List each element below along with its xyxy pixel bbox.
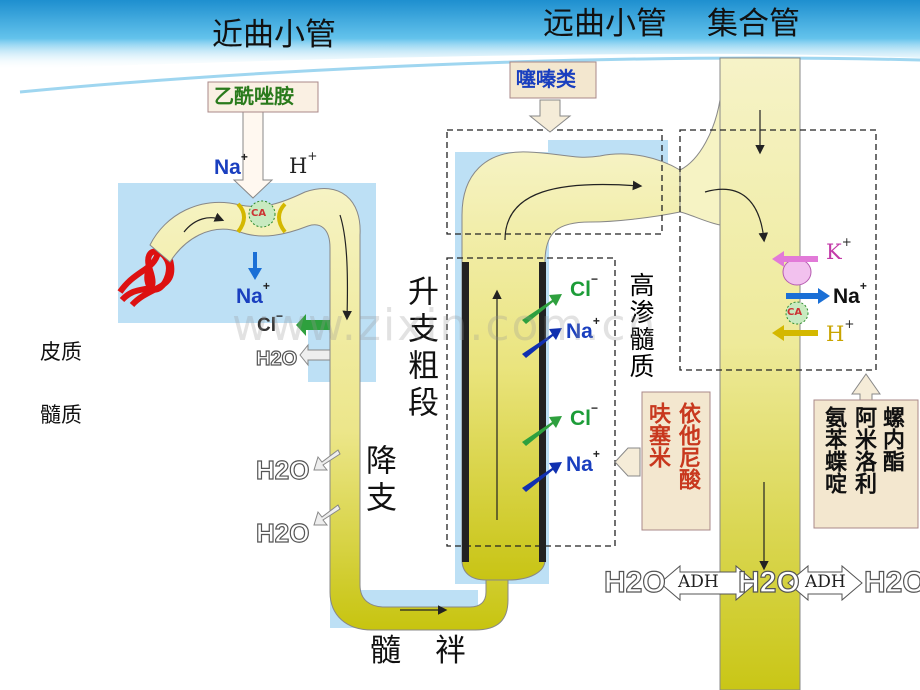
proximal-tubule-title: 近曲小管 xyxy=(212,17,336,53)
cl-ion-asc-2: Cl− xyxy=(570,401,599,430)
h-secrete-arrow xyxy=(772,325,818,341)
cl-arrow-proximal xyxy=(296,314,330,336)
cortex-label: 皮质 xyxy=(40,340,82,364)
dashed-regions xyxy=(446,129,877,547)
spironolactone-label: 螺内酯 xyxy=(879,406,904,472)
furosemide-label: 呋塞米 xyxy=(645,402,670,468)
hyperosmotic-medulla-label: 高渗髓质 xyxy=(626,272,655,380)
adh-arrow-left xyxy=(659,564,757,602)
h2o-arrow-2 xyxy=(313,449,341,471)
adh-arrow-right xyxy=(787,564,863,602)
ksparing-box xyxy=(813,399,919,529)
amiloride-label: 阿米洛利 xyxy=(851,406,876,494)
adh-label-left: ADH xyxy=(678,572,719,592)
h2o-interstitium: H2O xyxy=(863,566,920,599)
h2o-proximal: H2O xyxy=(255,348,298,370)
h2o-arrow-3 xyxy=(313,504,341,526)
spironolactone-arrow xyxy=(851,373,881,401)
na-ion-asc-2: Na+ xyxy=(566,447,600,476)
na-ion-lumen: Na+ xyxy=(214,150,248,179)
loop-drug-box xyxy=(641,391,711,531)
acetazolamide-arrow xyxy=(232,109,274,199)
h-ion-proximal: H+ xyxy=(289,149,318,178)
na-arrow-asc-2 xyxy=(522,462,562,492)
acetazolamide-label: 乙酰唑胺 xyxy=(214,84,294,108)
flow-arrows xyxy=(183,110,769,615)
cl-ion-asc-1: Cl− xyxy=(570,272,599,301)
collecting-duct-title: 集合管 xyxy=(707,6,800,42)
cl-arrow-asc-1 xyxy=(522,294,562,324)
ethacrynic-acid-label: 依他尼酸 xyxy=(675,402,700,490)
h2o-descending-1: H2O xyxy=(255,455,310,485)
adh-label-right: ADH xyxy=(805,572,846,592)
ca-label-distal: CA xyxy=(787,307,803,318)
h2o-duct: H2O xyxy=(737,566,800,599)
thiazide-box xyxy=(509,61,597,99)
medulla-label: 髓质 xyxy=(40,403,82,427)
thiazide-label: 噻嗪类 xyxy=(516,67,576,91)
header-banner xyxy=(0,0,920,70)
ca-label-proximal: CA xyxy=(251,208,267,219)
h-ion-distal: H+ xyxy=(826,317,855,346)
ascending-limb xyxy=(461,151,681,581)
brush-border-right xyxy=(277,202,287,234)
ascending-wall-right xyxy=(539,262,546,562)
na-reabsorb-arrow xyxy=(786,288,830,304)
k-channel xyxy=(782,258,812,286)
k-ion: K+ xyxy=(826,235,852,264)
acetazolamide-box xyxy=(207,81,319,113)
h2o-lumen: H2O xyxy=(603,566,666,599)
na-arrow-asc-1 xyxy=(522,328,562,358)
loop-label: 髓袢 xyxy=(370,633,500,669)
cl-arrow-asc-2 xyxy=(522,416,562,446)
na-ion-reabsorbed: Na+ xyxy=(236,279,270,308)
cl-ion-proximal: Cl− xyxy=(257,309,284,336)
ca-enzyme-proximal xyxy=(248,200,276,228)
ascending-limb-label: 升支粗段 xyxy=(402,275,438,423)
glomerulus xyxy=(117,248,175,308)
na-absorb-arrow xyxy=(248,252,262,280)
brush-border-left xyxy=(236,202,246,234)
triamterene-label: 氨苯蝶啶 xyxy=(821,406,846,494)
h2o-arrow-1 xyxy=(299,343,331,367)
ascending-wall-left xyxy=(462,262,469,562)
ca-enzyme-distal xyxy=(785,301,809,325)
na-ion-asc-1: Na+ xyxy=(566,314,600,343)
thiazide-arrow xyxy=(528,99,572,133)
descending-limb-label: 降支 xyxy=(360,444,396,518)
watermark: www.zixin.com.cn xyxy=(232,300,658,351)
furosemide-arrow xyxy=(614,447,641,477)
k-secrete-arrow xyxy=(772,251,818,267)
h2o-descending-2: H2O xyxy=(255,518,310,548)
na-ion-distal: Na+ xyxy=(833,279,867,308)
distal-tubule-title: 远曲小管 xyxy=(543,6,667,42)
